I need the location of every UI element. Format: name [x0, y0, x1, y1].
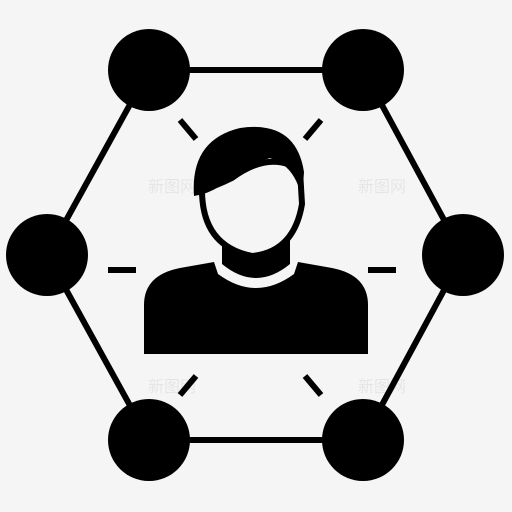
node-left	[6, 214, 88, 296]
person-icon	[144, 126, 368, 354]
node-top-left	[108, 29, 190, 111]
radiating-dashes	[108, 118, 396, 397]
node-top-right	[322, 29, 404, 111]
dash-bottom-right	[302, 374, 324, 397]
watermark-text: 新图网	[358, 177, 406, 196]
watermark-layer: 新图网 新图网 新图网 新图网	[148, 177, 406, 396]
dash-top-left	[177, 118, 199, 141]
person-face	[199, 158, 305, 259]
dash-bottom-left	[177, 374, 199, 397]
node-right	[422, 214, 504, 296]
dash-top-right	[302, 118, 324, 141]
node-bottom-left	[108, 399, 190, 481]
person-hair	[193, 126, 304, 200]
person-torso	[144, 262, 368, 354]
node-bottom-right	[322, 399, 404, 481]
watermark-text: 新图网	[148, 177, 196, 196]
